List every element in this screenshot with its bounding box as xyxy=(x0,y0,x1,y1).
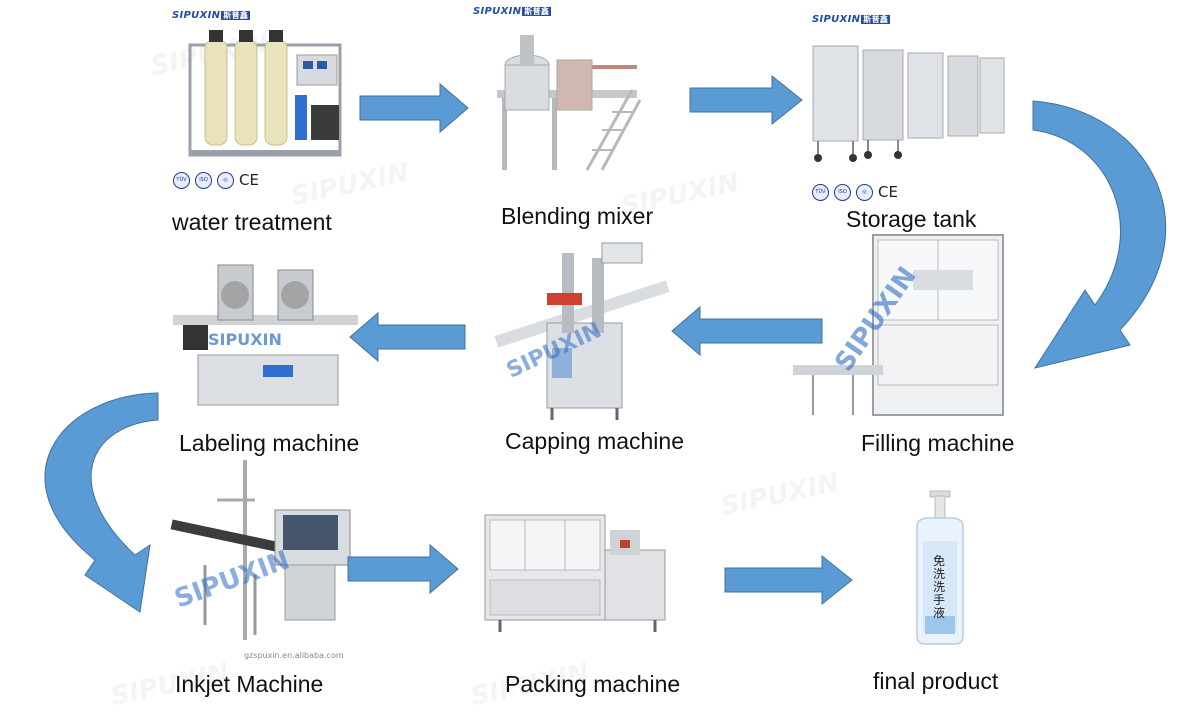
watermark: SIPUXIN xyxy=(288,157,412,213)
certification-badges: TÜV ISO ◎ CE xyxy=(812,183,898,201)
stage-label-blending-mixer: Blending mixer xyxy=(501,203,654,229)
arrow-curve-icon xyxy=(1032,100,1167,369)
arrow-right-icon xyxy=(359,82,469,134)
site-text: gzspuxin.en.alibaba.com xyxy=(244,651,344,660)
blending-mixer-image xyxy=(492,30,642,175)
arrow-right-icon xyxy=(689,74,803,126)
certification-badges: TÜV ISO ◎ CE xyxy=(173,171,259,189)
ce-mark: CE xyxy=(239,171,259,189)
iso-icon: ISO xyxy=(834,183,851,201)
labeling-machine-image: SIPUXIN xyxy=(168,260,358,410)
tuv-icon: TÜV xyxy=(812,183,829,201)
storage-tank-image xyxy=(808,38,1008,163)
stage-label-final-product: final product xyxy=(873,668,999,694)
stage-label-storage-tank: Storage tank xyxy=(846,206,977,232)
watermark: SIPUXIN xyxy=(718,467,842,523)
svg-text:SIPUXIN: SIPUXIN xyxy=(208,330,282,349)
stage-label-capping-machine: Capping machine xyxy=(505,428,685,454)
stage-label-packing-machine: Packing machine xyxy=(505,671,681,697)
inkjet-machine-image: SIPUXIN xyxy=(165,455,365,645)
arrow-curve-icon xyxy=(44,392,159,613)
tuv-icon: TÜV xyxy=(173,171,190,189)
final-product-image xyxy=(905,486,975,646)
stage-label-filling-machine: Filling machine xyxy=(861,430,1015,456)
iso-icon: ◎ xyxy=(856,183,873,201)
stage-label-inkjet-machine: Inkjet Machine xyxy=(175,671,324,697)
iso-icon: ISO xyxy=(195,171,212,189)
water-treatment-image xyxy=(185,25,355,165)
stage-label-water-treatment: water treatment xyxy=(172,209,332,235)
filling-machine-image: SIPUXIN xyxy=(793,230,1008,425)
ce-mark: CE xyxy=(878,183,898,201)
bottle-label-text: 免洗洗手液 xyxy=(933,554,946,620)
packing-machine-image xyxy=(480,510,685,635)
svg-text:SIPUXIN: SIPUXIN xyxy=(171,545,294,614)
stage-label-labeling-machine: Labeling machine xyxy=(179,430,360,456)
arrow-right-icon xyxy=(724,554,853,606)
iso-icon: ◎ xyxy=(217,171,234,189)
capping-machine-image: SIPUXIN xyxy=(492,238,682,423)
arrow-left-icon xyxy=(349,311,466,363)
